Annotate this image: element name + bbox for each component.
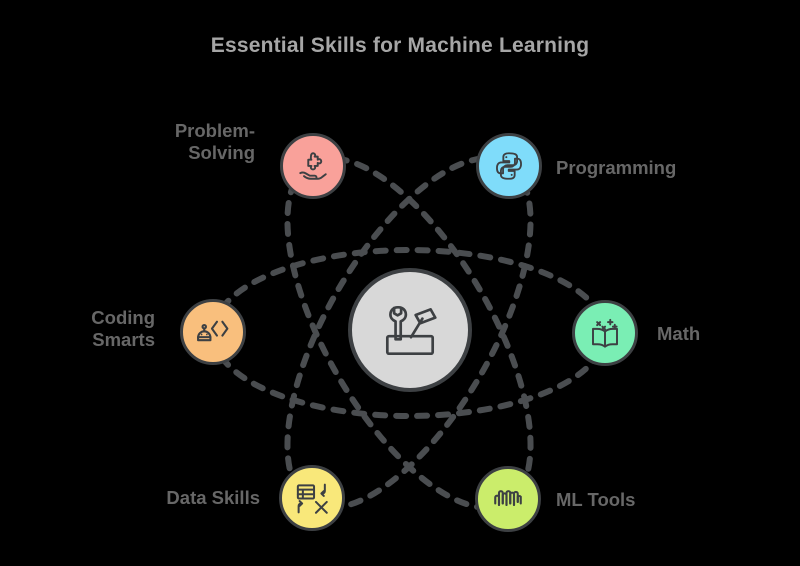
label-ml-tools: ML Tools: [556, 489, 636, 510]
label-data-skills: Data Skills: [166, 487, 260, 508]
label-problem-solving: Problem- Solving: [174, 120, 255, 163]
data-transform-icon: [296, 483, 328, 514]
node-problem-solving[interactable]: [280, 133, 346, 199]
label-programming: Programming: [556, 157, 677, 178]
toolbox-icon: [385, 305, 437, 356]
node-math[interactable]: [572, 300, 638, 366]
book-math-icon: [592, 318, 618, 348]
robot-code-icon: [196, 320, 228, 341]
node-coding-smarts[interactable]: [180, 299, 246, 365]
hand-puzzle-icon: [299, 152, 327, 180]
center-node-toolbox[interactable]: [348, 268, 472, 392]
label-coding-smarts: Coding Smarts: [91, 307, 155, 350]
neural-bars-icon: [494, 490, 522, 507]
python-icon: [496, 152, 522, 180]
node-data-skills[interactable]: [279, 465, 345, 531]
label-math: Math: [657, 323, 701, 344]
node-programming[interactable]: [476, 133, 542, 199]
page-title: Essential Skills for Machine Learning: [210, 34, 590, 57]
node-ml-tools[interactable]: [475, 466, 541, 532]
